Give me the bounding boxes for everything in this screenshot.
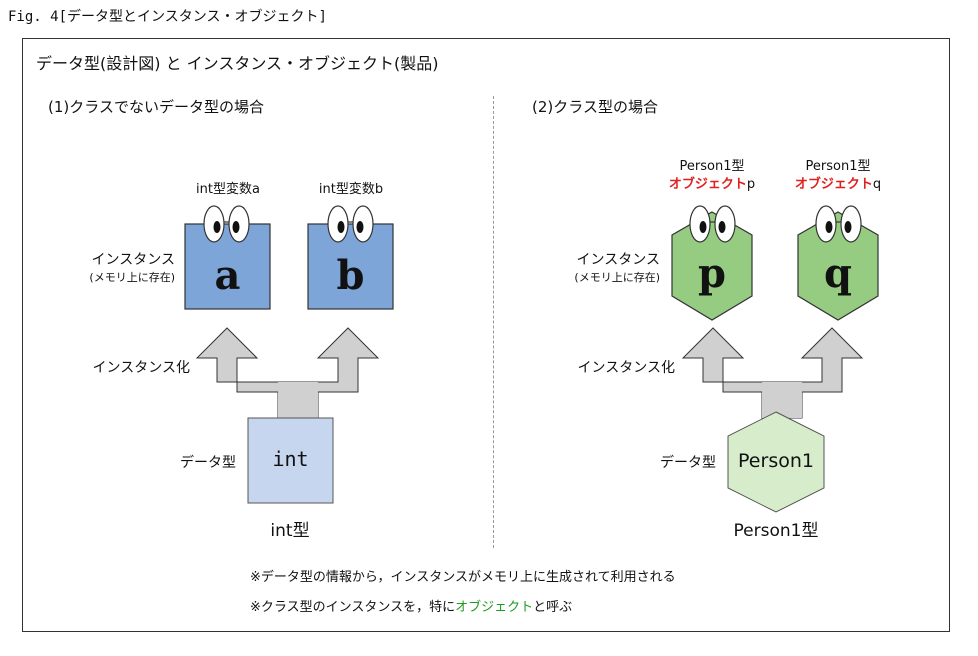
object-q-type: Person1型 — [805, 159, 871, 174]
section-divider — [493, 96, 494, 548]
right-datatype-label: データ型 — [660, 455, 716, 471]
object-p-type: Person1型 — [679, 159, 745, 174]
right-instantiate-label: インスタンス化 — [577, 360, 675, 376]
eyes-icon-b — [327, 205, 374, 243]
eyes-icon-q — [815, 205, 862, 243]
left-instance-label: インスタンス — [91, 252, 175, 268]
object-q-heading: Person1型 オブジェクトq — [763, 158, 913, 194]
figure-caption: Fig. 4[データ型とインスタンス・オブジェクト] — [8, 9, 327, 25]
note-2-highlight: オブジェクト — [455, 600, 534, 615]
left-instantiate-label: インスタンス化 — [92, 360, 190, 376]
object-q-name: オブジェクトq — [794, 177, 882, 192]
right-instance-label: インスタンス — [576, 252, 660, 268]
var-box-b — [307, 223, 394, 310]
int-type-box — [247, 417, 334, 504]
var-b-label: int型変数b — [318, 182, 384, 197]
int-type-caption: int型 — [270, 521, 310, 541]
note-1: ※データ型の情報から，インスタンスがメモリ上に生成されて利用される — [250, 570, 676, 585]
object-hexagon-p — [671, 211, 753, 321]
var-box-a — [184, 223, 271, 310]
eyes-icon-a — [203, 205, 250, 243]
int-type-box-text: int — [272, 447, 309, 471]
right-instance-sub: (メモリ上に存在) — [574, 271, 660, 284]
letter-a: a — [214, 252, 241, 299]
letter-q: q — [824, 250, 852, 297]
left-section-title: (1)クラスでないデータ型の場合 — [48, 98, 264, 116]
eyes-icon-p — [689, 205, 736, 243]
left-instance-sub: (メモリ上に存在) — [89, 271, 175, 284]
object-p-heading: Person1型 オブジェクトp — [637, 158, 787, 194]
person1-type-caption: Person1型 — [733, 521, 819, 541]
letter-p: p — [698, 250, 726, 297]
var-a-label: int型変数a — [196, 182, 260, 197]
left-datatype-label: データ型 — [180, 455, 236, 471]
right-section-title: (2)クラス型の場合 — [532, 98, 658, 116]
object-hexagon-q — [797, 211, 879, 321]
person1-type-hexagon — [727, 411, 825, 513]
letter-b: b — [336, 252, 365, 299]
diagram-frame — [22, 38, 950, 632]
note-2: ※クラス型のインスタンスを，特にオブジェクトと呼ぶ — [250, 600, 573, 615]
person1-type-box-text: Person1 — [738, 450, 814, 472]
frame-title: データ型(設計図) と インスタンス・オブジェクト(製品) — [36, 54, 439, 73]
object-p-name: オブジェクトp — [668, 177, 756, 192]
